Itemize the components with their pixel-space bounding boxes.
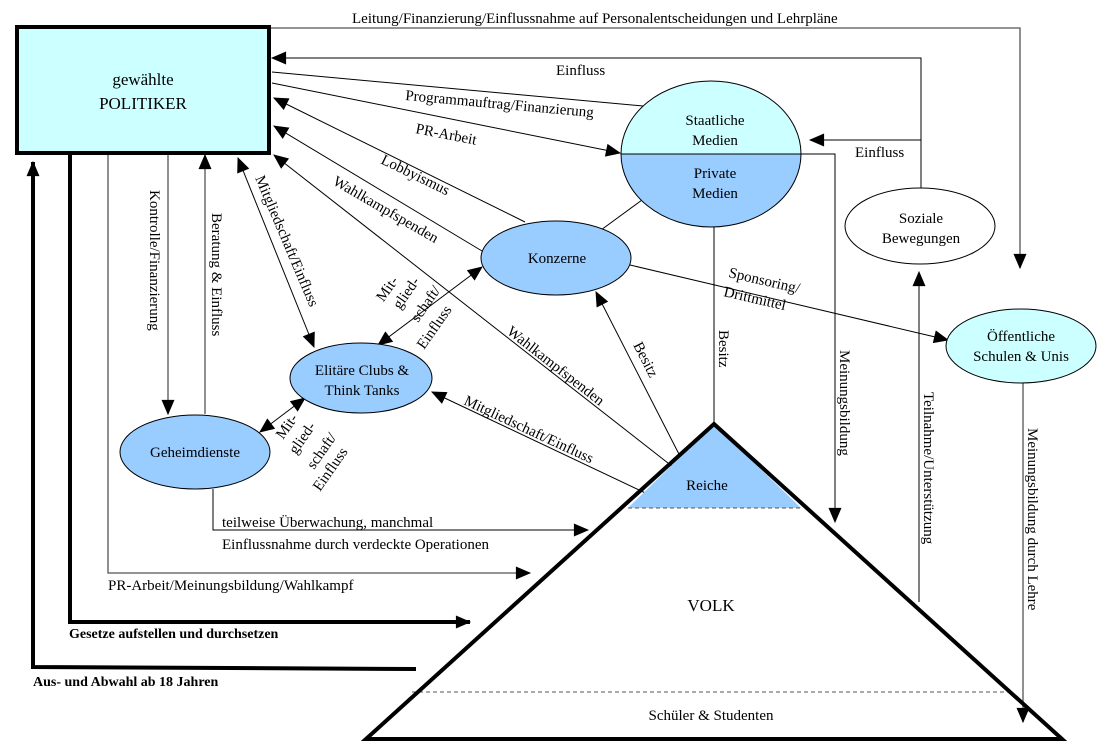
edge-konzerne-medien xyxy=(600,199,643,231)
edge-besitz-medien-label: Besitz xyxy=(715,330,731,368)
edge-meinungsbildung-lehre-label: Meinungsbildung durch Lehre xyxy=(1024,428,1040,611)
node-schueler-label: Schüler & Studenten xyxy=(649,708,774,724)
node-politiker-line2: POLITIKER xyxy=(99,94,187,113)
node-reiche-label: Reiche xyxy=(686,478,728,494)
node-geheimdienste: Geheimdienste xyxy=(119,414,271,490)
node-soziale-line2: Bewegungen xyxy=(882,231,961,247)
node-staatliche-medien-line2: Medien xyxy=(692,133,738,149)
edge-einfluss-top xyxy=(270,51,922,195)
node-elitaere-clubs: Elitäre Clubs & Think Tanks xyxy=(289,342,433,414)
node-schulen-line2: Schulen & Unis xyxy=(973,349,1069,365)
edge-mitgliedschaft-clubs-pol-label: Mitgliedschaft/Einfluss xyxy=(251,173,321,309)
edge-ueberwachung xyxy=(212,489,590,537)
edge-pr-arbeit xyxy=(271,82,622,157)
node-clubs-line2: Think Tanks xyxy=(325,383,400,399)
node-konzerne-label: Konzerne xyxy=(528,251,587,267)
node-geheimdienste-label: Geheimdienste xyxy=(150,445,240,461)
edge-wahlkampfspenden-reiche xyxy=(273,154,683,475)
edge-ueberwachung-label-1: teilweise Überwachung, manchmal xyxy=(222,514,433,531)
edge-pr-arbeit-label: PR-Arbeit xyxy=(414,121,478,149)
node-reiche-shape xyxy=(628,424,801,508)
node-clubs-line1: Elitäre Clubs & xyxy=(315,363,409,379)
edge-einfluss-soziale-label: Einfluss xyxy=(855,145,904,161)
node-konzerne: Konzerne xyxy=(480,220,632,296)
edge-pr-meinungsbildung-label: PR-Arbeit/Meinungsbildung/Wahlkampf xyxy=(108,578,353,594)
edge-teilnahme-label: Teilnahme/Unterstützung xyxy=(920,392,936,545)
edge-mitgliedschaft-reiche-clubs-label: Mitgliedschaft/Einfluss xyxy=(461,393,596,467)
edge-mitglied-konzerne-clubs xyxy=(377,266,483,346)
edge-besitz-konzerne xyxy=(595,291,684,463)
edge-meinungsbildung-medien xyxy=(800,153,842,524)
node-oeffentliche-schulen: Öffentliche Schulen & Unis xyxy=(945,308,1097,384)
edge-lobbyismus-label: Lobbyismus xyxy=(378,152,452,199)
edge-wahlkampfspenden-reiche-label: Wahlkampfspenden xyxy=(504,324,608,410)
edge-abwahl-label: Aus- und Abwahl ab 18 Jahren xyxy=(33,675,219,690)
edge-mitglied-geheim-clubs xyxy=(259,397,306,433)
edge-leitung-label: Leitung/Finanzierung/Einflussnahme auf P… xyxy=(352,11,838,27)
edge-besitz-konzerne-label: Besitz xyxy=(629,340,660,381)
edge-lobbyismus xyxy=(273,97,526,223)
edge-abwahl xyxy=(26,160,417,671)
node-private-medien-line2: Medien xyxy=(692,186,738,202)
edge-gesetze xyxy=(68,155,472,629)
node-private-medien-shape xyxy=(621,154,801,227)
edge-beratung-label: Beratung & Einfluss xyxy=(208,213,224,336)
node-private-medien-line1: Private xyxy=(694,166,737,182)
edge-einfluss-top-label: Einfluss xyxy=(556,63,605,79)
node-staatliche-medien-line1: Staatliche xyxy=(685,113,744,129)
edge-sponsoring xyxy=(629,264,950,344)
edge-leitung xyxy=(270,27,1027,270)
edge-pr-meinungsbildung xyxy=(107,155,532,580)
node-volk-pyramid: Reiche VOLK Schüler & Studenten xyxy=(360,421,1068,741)
node-medien: Staatliche Medien Private Medien xyxy=(620,80,802,228)
edge-wahlkampfspenden-konzerne xyxy=(273,125,483,252)
node-politiker-line1: gewählte xyxy=(112,70,173,89)
edge-programmauftrag xyxy=(271,71,667,114)
node-soziale-bewegungen: Soziale Bewegungen xyxy=(844,187,996,265)
node-volk-label: VOLK xyxy=(687,596,735,615)
edge-mitgliedschaft-reiche-clubs xyxy=(431,391,657,499)
node-soziale-line1: Soziale xyxy=(899,211,943,227)
edge-meinungsbildung-medien-label: Meinungsbildung xyxy=(836,350,852,456)
edge-gesetze-label: Gesetze aufstellen und durchsetzen xyxy=(69,627,279,642)
node-staatliche-medien-shape xyxy=(621,81,801,154)
node-politiker: gewählte POLITIKER xyxy=(15,25,271,155)
edge-kontrolle-label: Kontrolle/Finanzierung xyxy=(146,190,162,331)
edge-mitgliedschaft-clubs-pol xyxy=(237,156,315,349)
node-schulen-line1: Öffentliche xyxy=(987,328,1055,345)
edge-ueberwachung-label-2: Einflussnahme durch verdeckte Operatione… xyxy=(222,537,489,553)
